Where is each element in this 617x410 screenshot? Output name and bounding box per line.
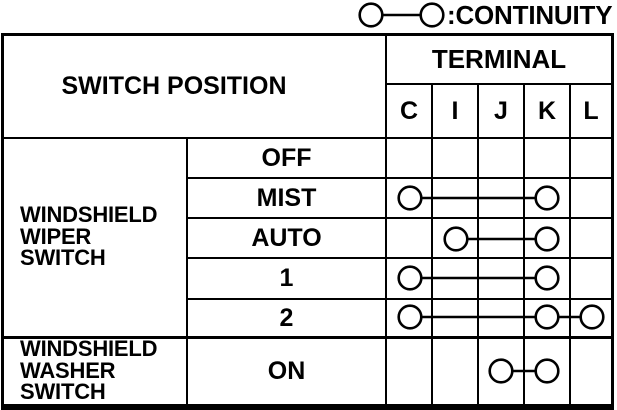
washer-switch-group-label-line1: WINDSHIELD — [20, 336, 158, 362]
position-label-off: OFF — [261, 143, 312, 172]
terminal-column-header-l: L — [583, 96, 599, 125]
table-border-left — [1, 33, 4, 404]
position-label-on: ON — [267, 357, 306, 385]
wiper-switch-group-label-line1: WINDSHIELD — [20, 202, 158, 228]
rule-header-bottom — [1, 137, 614, 139]
continuity-symbol-left-circle — [358, 2, 384, 28]
divider-terminal-j-k — [523, 83, 525, 404]
continuity-circle-1-c — [397, 265, 423, 291]
rule-row-auto-1 — [186, 257, 614, 259]
table-border-top — [1, 33, 614, 36]
washer-switch-group-label-line2: WASHER — [20, 357, 116, 383]
terminal-column-header-i: I — [451, 96, 459, 125]
position-label-mist: MIST — [256, 183, 317, 212]
wiper-switch-group-label-line3: SWITCH — [20, 245, 106, 271]
rule-row-mist-auto — [186, 217, 614, 219]
divider-group-position — [186, 138, 188, 404]
wiper-switch-group-label: WINDSHIELD WIPER SWITCH — [20, 137, 188, 336]
continuity-circle-1-k — [534, 265, 560, 291]
rule-row-off-mist — [186, 177, 614, 179]
continuity-symbol-right-circle — [419, 2, 445, 28]
continuity-circle-2-l — [579, 304, 605, 330]
continuity-circle-mist-k — [534, 185, 560, 211]
rule-row-1-2 — [186, 298, 614, 300]
continuity-circle-auto-k — [534, 226, 560, 252]
position-label-2: 2 — [279, 303, 294, 332]
continuity-circle-2-k — [534, 304, 560, 330]
legend-label: :CONTINUITY — [447, 0, 613, 30]
rule-group-separator — [1, 336, 614, 339]
divider-switch-terminal — [385, 36, 387, 404]
terminal-column-header-j: J — [494, 96, 508, 125]
washer-switch-group-label: WINDSHIELD WASHER SWITCH — [20, 336, 188, 405]
position-label-auto: AUTO — [251, 223, 322, 252]
continuity-circle-auto-i — [443, 226, 469, 252]
table-border-bottom — [1, 404, 614, 410]
wiper-switch-group-label-line2: WIPER — [20, 223, 92, 249]
divider-terminal-i-j — [477, 83, 479, 404]
terminal-header: TERMINAL — [431, 44, 567, 74]
continuity-circle-on-j — [488, 358, 514, 384]
continuity-circle-mist-c — [397, 185, 423, 211]
divider-terminal-k-l — [569, 83, 571, 404]
terminal-column-header-c: C — [399, 96, 419, 125]
continuity-circle-on-k — [534, 358, 560, 384]
continuity-circle-2-c — [397, 304, 423, 330]
position-label-1: 1 — [279, 264, 294, 292]
terminal-column-header-k: K — [537, 96, 557, 125]
washer-switch-group-label-line3: SWITCH — [20, 379, 106, 405]
switch-position-header: SWITCH POSITION — [61, 72, 287, 100]
rule-terminal-header-bottom — [385, 83, 614, 85]
divider-terminal-c-i — [431, 83, 433, 404]
